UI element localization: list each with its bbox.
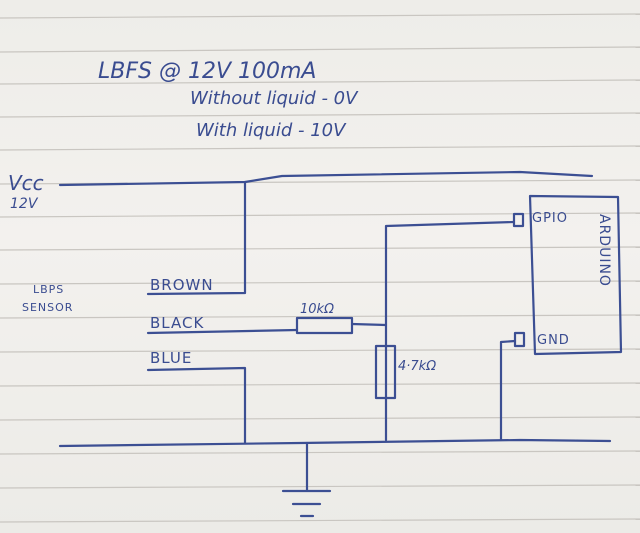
header-with-liquid: With liquid - 10V [196,120,347,141]
vcc-rail-wire [58,170,594,187]
gpio-pin-label: GPIO [532,211,568,226]
header-without-liquid: Without liquid - 0V [190,88,359,109]
sensor-label-line2: SENSOR [22,301,73,314]
wire-label-black: BLACK [150,314,204,332]
vcc-label: Vcc [8,171,44,195]
ground-rail-wire [58,438,612,448]
pulldown-resistor-label: 4·7kΩ [398,359,436,374]
resistor-to-node-wire [350,322,388,327]
sensor-label-line1: LBPS [33,283,64,296]
header-title: LBFS @ 12V 100mA [98,59,316,84]
blue-wire [146,366,247,445]
wire-label-blue: BLUE [150,349,192,367]
vcc-voltage-label: 12V [10,196,39,212]
arduino-board-outline [528,194,623,356]
wire-label-brown: BROWN [150,276,214,294]
arduino-gnd-wire [499,339,517,442]
gpio-pin-connector [512,212,525,228]
arduino-label: ARDUINO [596,214,612,287]
black-wire [146,328,299,335]
pulldown-resistor-symbol [374,344,397,400]
ground-symbol-icon [281,441,332,518]
series-resistor-symbol [295,316,354,335]
series-resistor-label: 10kΩ [300,302,334,317]
brown-wire [146,180,247,296]
gpio-wire [384,220,516,442]
gnd-pin-connector [513,331,526,348]
gnd-pin-label: GND [537,333,570,348]
